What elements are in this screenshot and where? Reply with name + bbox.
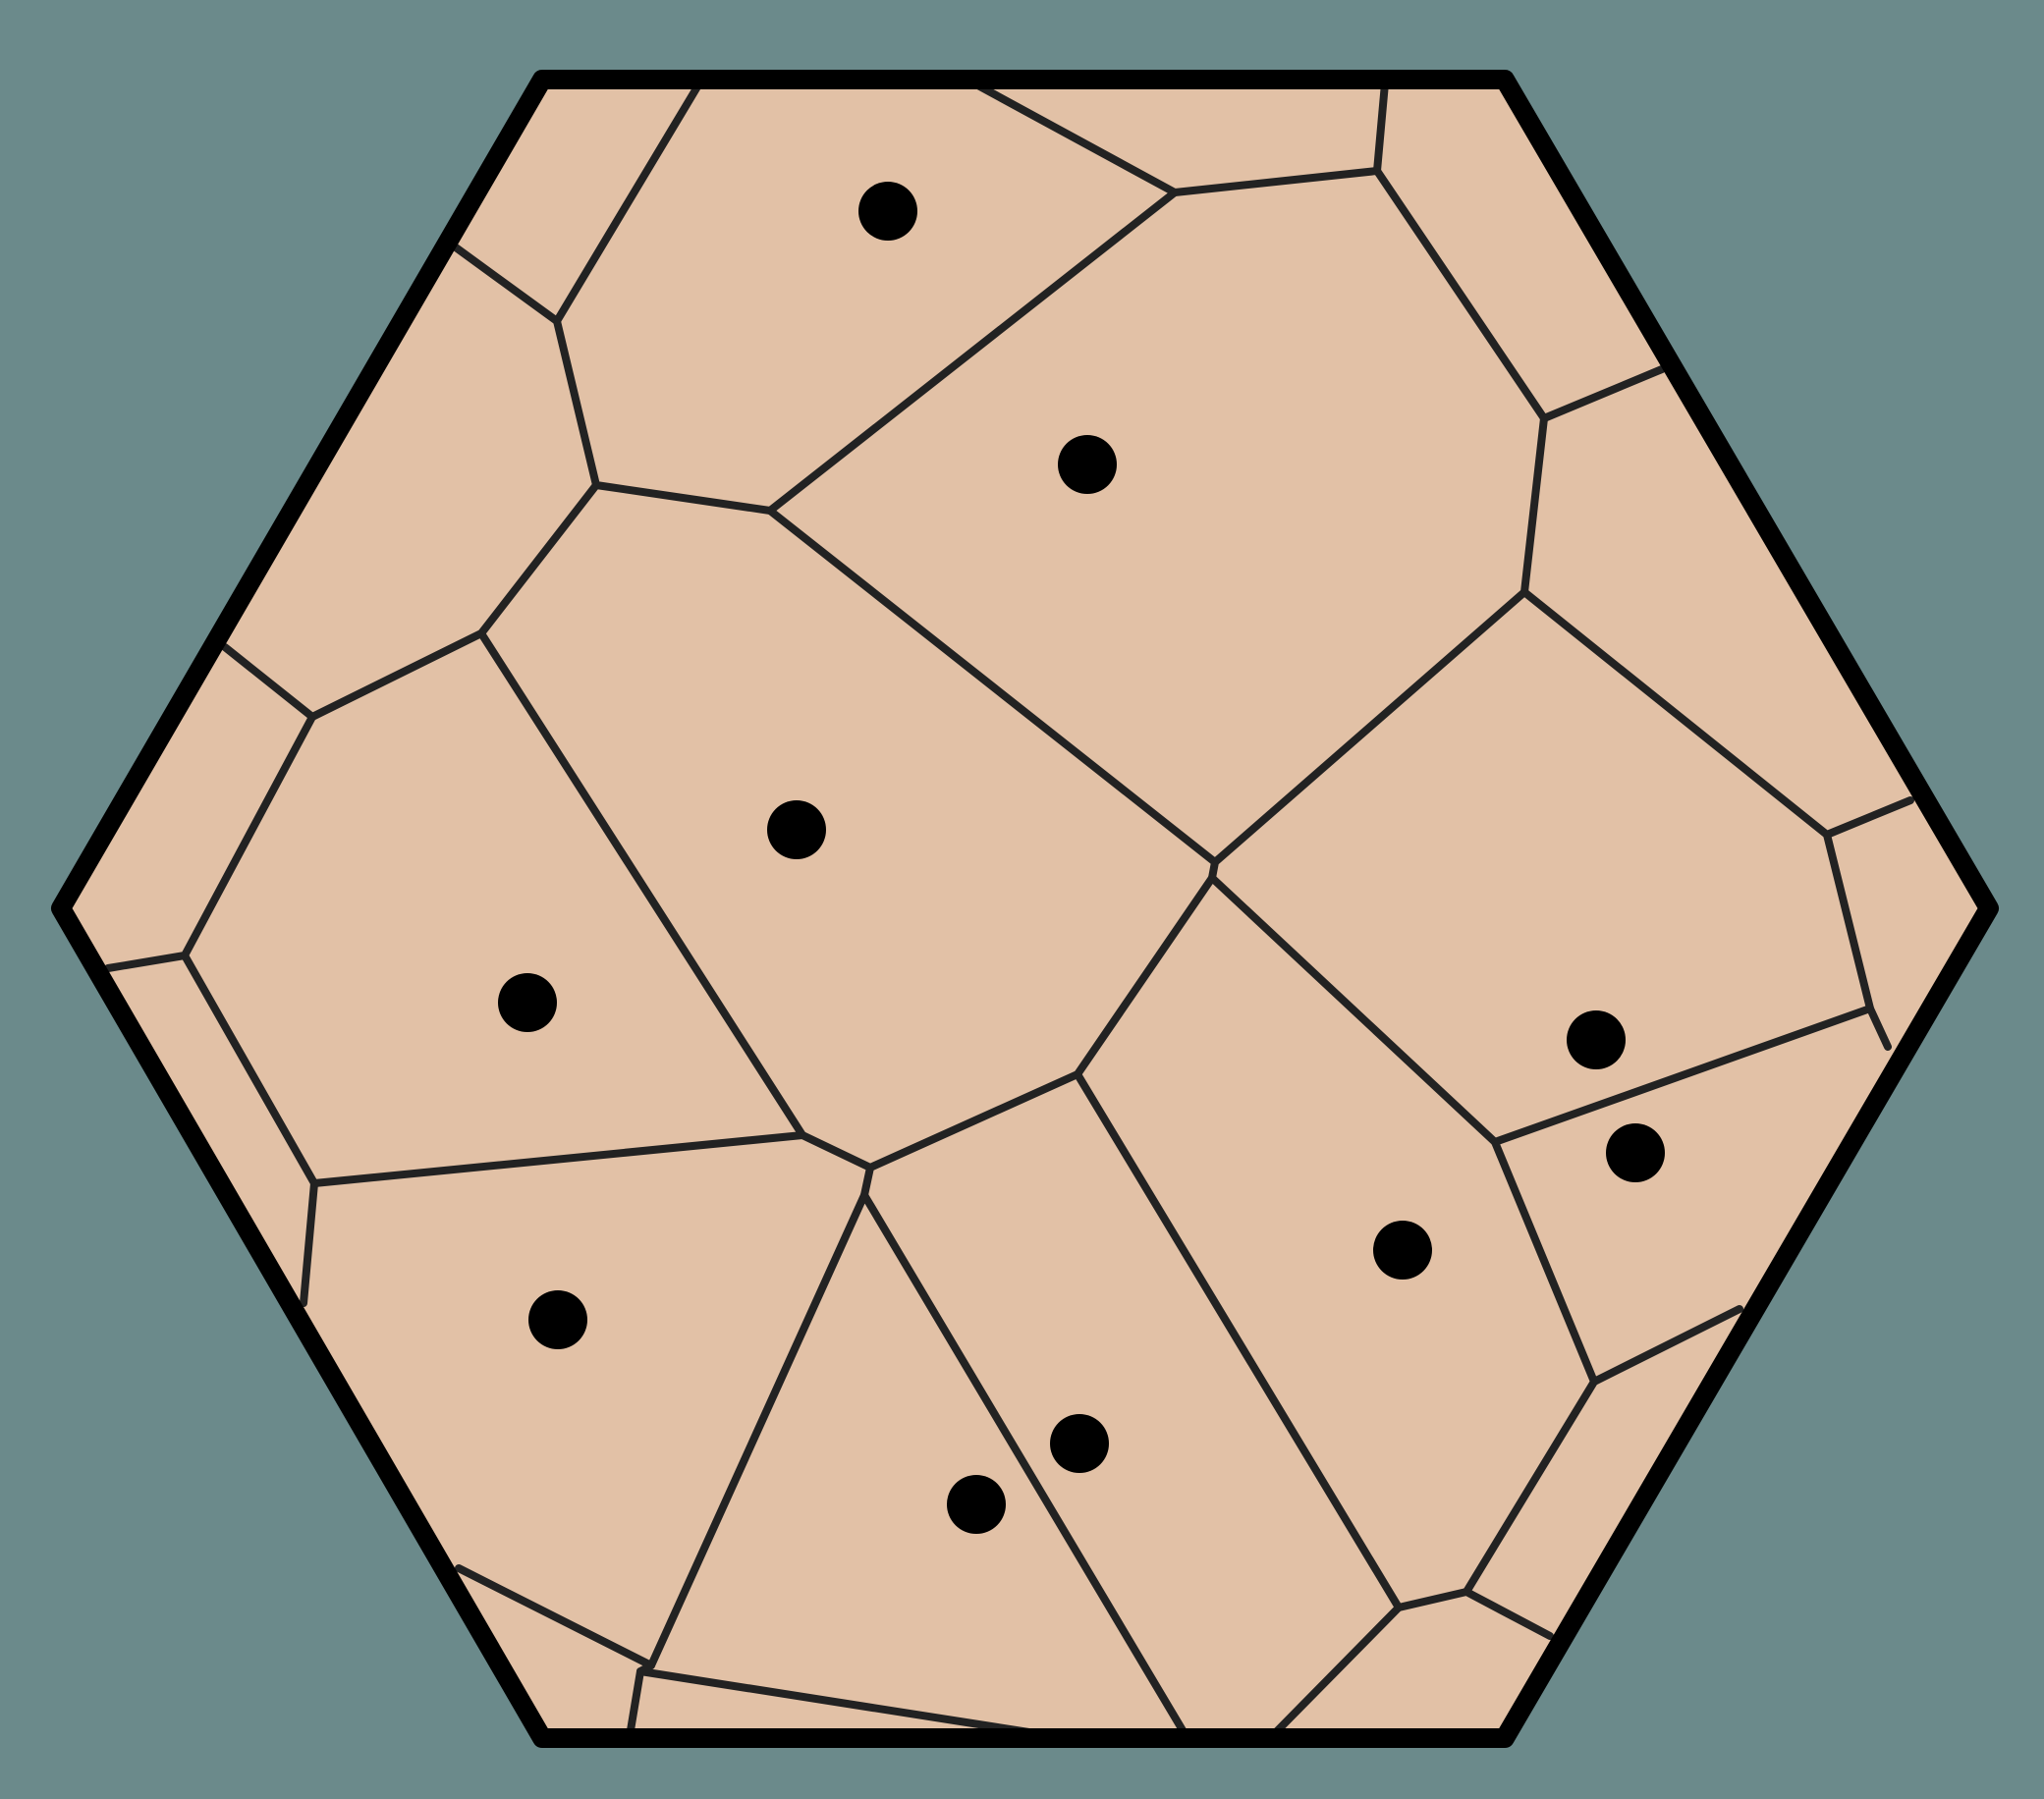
voronoi-edge	[221, 481, 600, 721]
voronoi-edge	[636, 1667, 1071, 1742]
site-point	[858, 182, 917, 241]
site-point	[767, 800, 826, 859]
site-point	[1050, 1414, 1109, 1473]
site-point	[1373, 1221, 1432, 1280]
site-point	[528, 1290, 587, 1349]
site-point	[498, 973, 557, 1032]
site-point	[1567, 1010, 1626, 1069]
voronoi-sites	[498, 182, 1665, 1534]
site-point	[1058, 435, 1117, 494]
voronoi-edge	[970, 80, 1389, 196]
voronoi-cell-edges	[104, 80, 1914, 1742]
hexagon-border	[51, 70, 1999, 1748]
hexagon-region	[61, 80, 1989, 1738]
site-point	[1606, 1123, 1665, 1182]
voronoi-edge	[1491, 1138, 1598, 1386]
site-point	[947, 1475, 1006, 1534]
voronoi-edge	[455, 1164, 874, 1669]
voronoi-edge	[860, 1191, 1187, 1734]
voronoi-edge	[766, 189, 1219, 866]
voronoi-edge	[799, 874, 1874, 1172]
voronoi-edge	[1208, 414, 1548, 882]
